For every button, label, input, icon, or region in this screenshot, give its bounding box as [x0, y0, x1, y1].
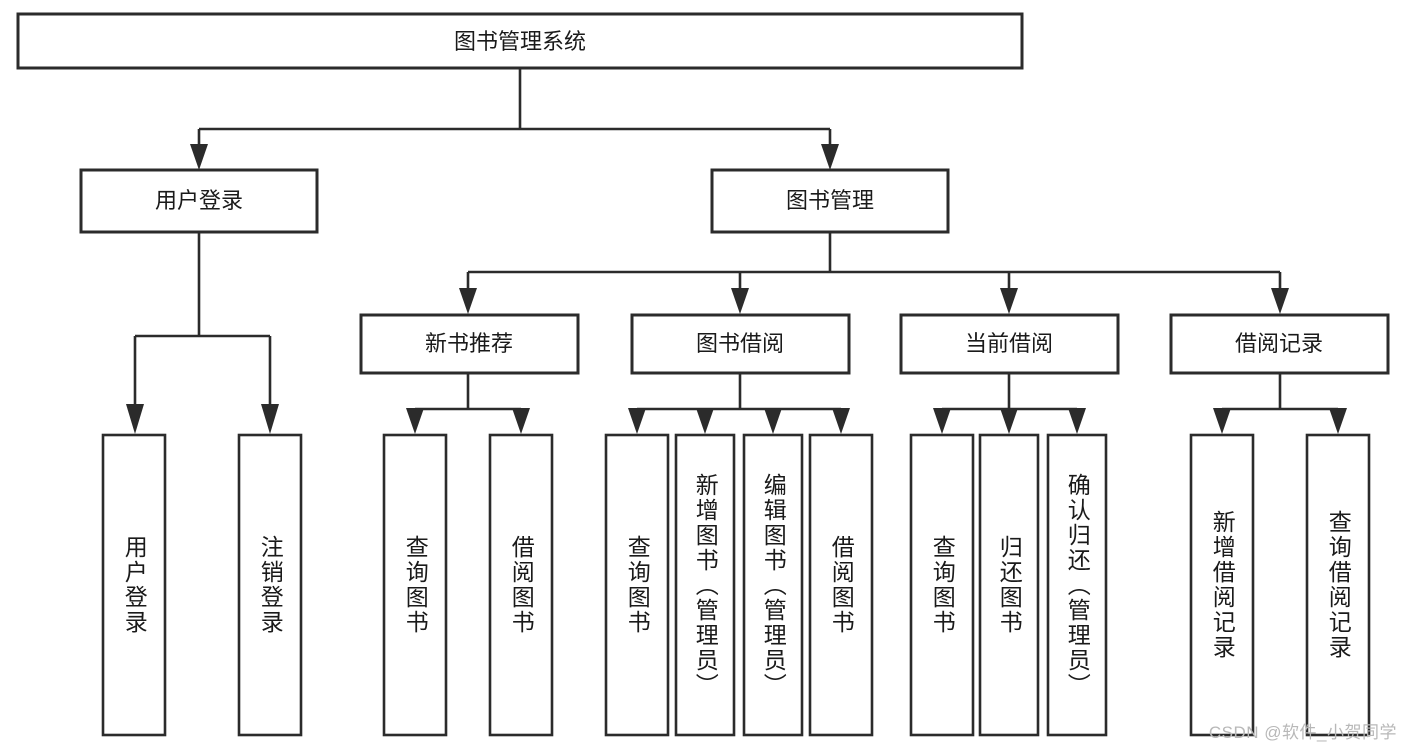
node-book-borrow[interactable] [630, 313, 851, 375]
arrow-head-leaf-borrow-book-1 [512, 408, 530, 434]
arrow-head-leaf-add-record [1213, 408, 1231, 434]
node-book-borrow-label: 图书借阅 [696, 331, 784, 356]
arrow-head-borrow-record [1271, 288, 1289, 314]
arrow-head-leaf-user-login [126, 404, 144, 434]
arrow-head-leaf-logout-login [261, 404, 279, 434]
node-new-book-recommend[interactable] [359, 313, 580, 375]
arrow-head-new-book-recommend [459, 288, 477, 314]
arrow-head-leaf-query-book-3 [933, 408, 951, 434]
node-new-book-recommend-label: 新书推荐 [425, 331, 513, 356]
watermark-text: CSDN @软件_小贺同学 [1208, 723, 1397, 742]
arrow-head-leaf-add-book [696, 408, 714, 434]
node-book-manage-label: 图书管理 [786, 188, 874, 213]
node-leaf-edit-book[interactable] [742, 433, 804, 737]
arrow-head-user-login [190, 144, 208, 170]
node-leaf-user-login[interactable] [101, 433, 167, 737]
node-current-borrow-label: 当前借阅 [965, 331, 1053, 356]
arrow-head-leaf-borrow-book-2 [832, 408, 850, 434]
arrow-head-leaf-query-book-2 [628, 408, 646, 434]
arrow-head-leaf-query-book-1 [406, 408, 424, 434]
arrow-head-leaf-query-record [1329, 408, 1347, 434]
node-leaf-confirm-return[interactable] [1046, 433, 1108, 737]
node-leaf-query-book-3[interactable] [909, 433, 975, 737]
node-root[interactable] [16, 12, 1024, 70]
node-user-login-label: 用户登录 [155, 188, 243, 213]
node-book-manage[interactable] [710, 168, 950, 234]
node-leaf-borrow-book-1[interactable] [488, 433, 554, 737]
node-current-borrow[interactable] [899, 313, 1120, 375]
node-borrow-record[interactable] [1169, 313, 1390, 375]
arrow-head-leaf-confirm-return [1068, 408, 1086, 434]
node-leaf-borrow-book-2[interactable] [808, 433, 874, 737]
node-leaf-logout-login[interactable] [237, 433, 303, 737]
arrow-head-current-borrow [1000, 288, 1018, 314]
arrow-head-leaf-edit-book [764, 408, 782, 434]
node-leaf-query-book-2[interactable] [604, 433, 670, 737]
node-leaf-add-book[interactable] [674, 433, 736, 737]
node-root-label: 图书管理系统 [454, 29, 586, 54]
node-leaf-add-record[interactable] [1189, 433, 1255, 737]
arrow-head-book-manage [821, 144, 839, 170]
arrow-head-book-borrow [731, 288, 749, 314]
node-leaf-query-book-1[interactable] [382, 433, 448, 737]
connector-layer [126, 68, 1347, 434]
node-user-login[interactable] [79, 168, 319, 234]
arrow-head-leaf-return-book [1000, 408, 1018, 434]
node-leaf-return-book[interactable] [978, 433, 1040, 737]
node-borrow-record-label: 借阅记录 [1235, 331, 1323, 356]
node-leaf-query-record[interactable] [1305, 433, 1371, 737]
node-layer: 图书管理系统 用户登录 图书管理 新书推荐 图书借阅 当前借阅 借阅记录 [16, 12, 1390, 737]
